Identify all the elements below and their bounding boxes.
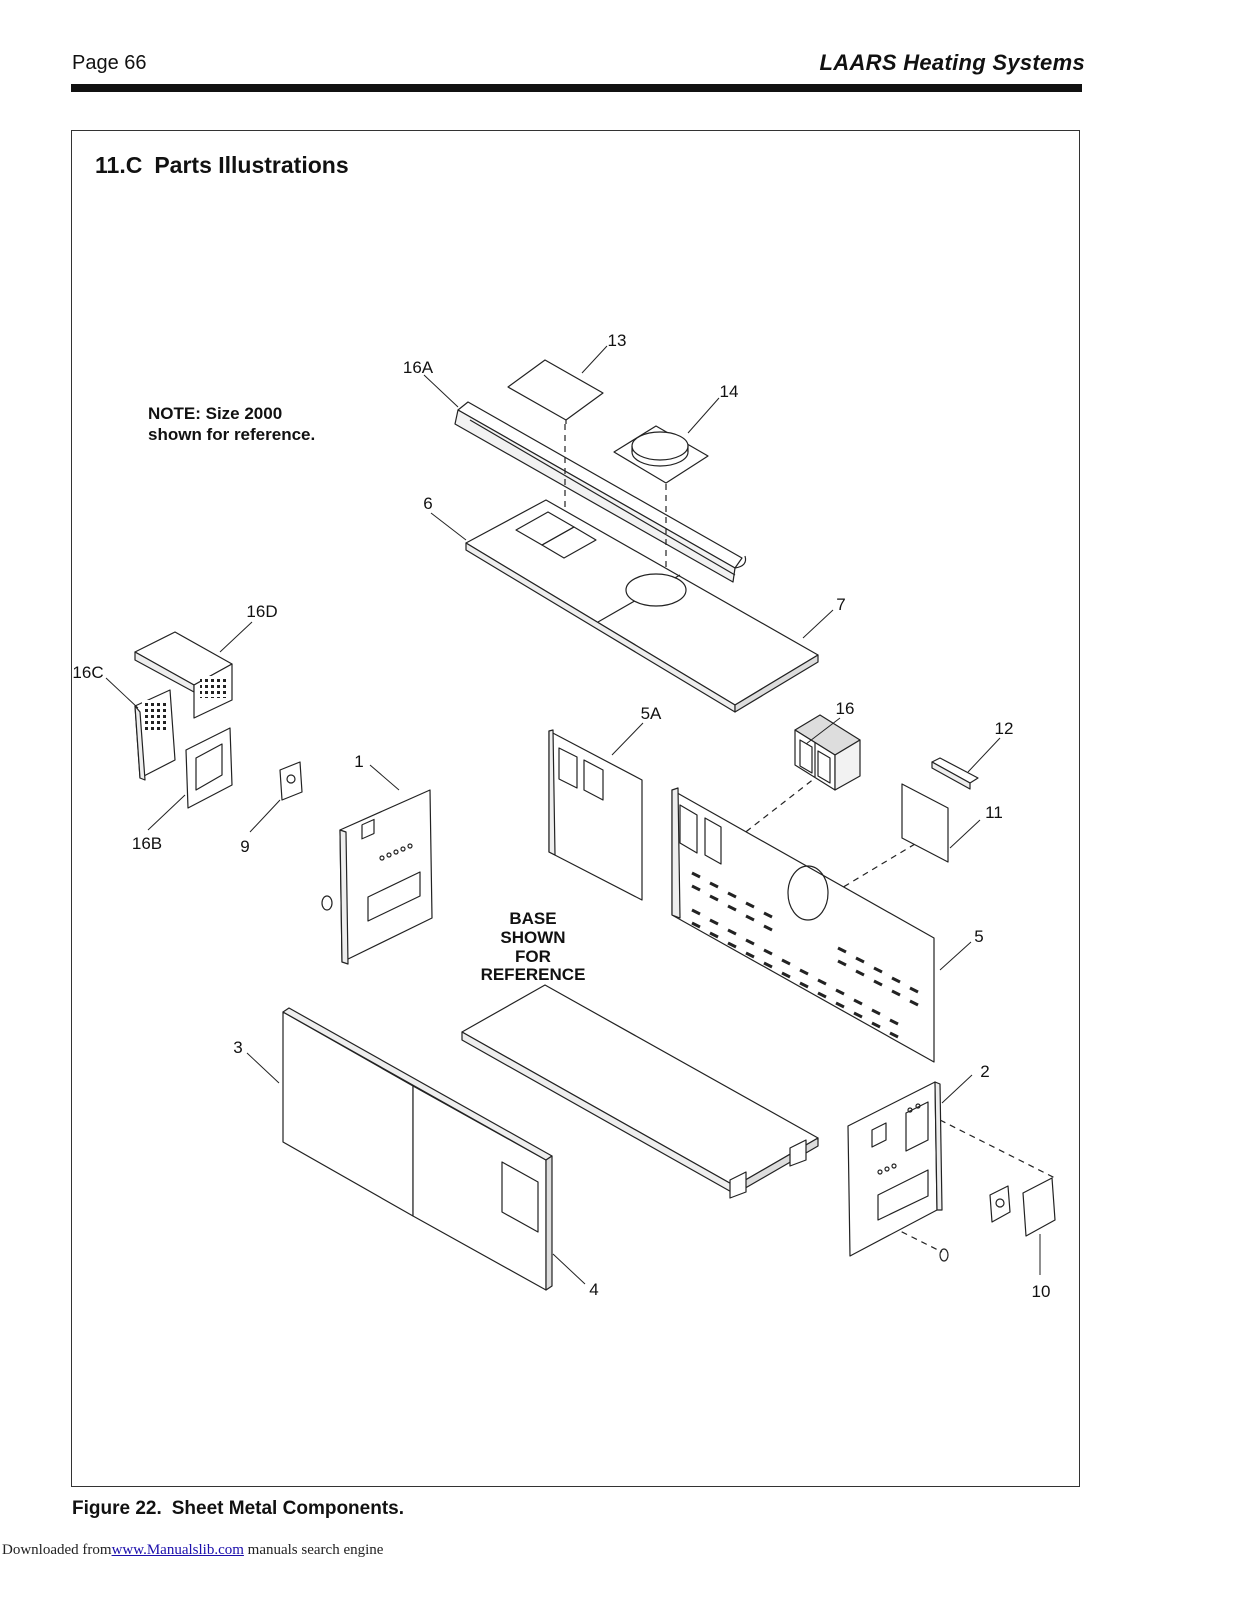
callout-4: 4 <box>589 1280 598 1299</box>
part-1-left-end-panel <box>321 789 433 965</box>
section-title-text: Parts Illustrations <box>154 152 349 178</box>
part-16c-side-panel <box>134 689 176 781</box>
part-16a-top-rail <box>454 401 747 583</box>
page-number: Page 66 <box>72 52 147 74</box>
callout-7: 7 <box>836 595 845 614</box>
footer-prefix: Downloaded from <box>2 1542 112 1558</box>
callout-16: 16 <box>836 699 855 718</box>
note-line-2: shown for reference. <box>148 425 315 444</box>
base-note-line-3: FOR <box>515 947 551 966</box>
part-9-gasket <box>279 761 303 801</box>
callout-9: 9 <box>240 837 249 856</box>
part-11-cover-plate <box>901 783 949 863</box>
callout-14: 14 <box>720 382 739 401</box>
callout-5: 5 <box>974 927 983 946</box>
part-6-7-top-panels <box>465 499 819 713</box>
callout-13: 13 <box>608 331 627 350</box>
section-number: 11.C <box>95 152 143 178</box>
callout-16d: 16D <box>246 602 277 621</box>
callout-5a: 5A <box>641 704 662 723</box>
part-16d-hood <box>134 631 233 719</box>
header-rule <box>71 84 1082 92</box>
louver-rows <box>691 871 919 1039</box>
base-note-line-2: SHOWN <box>500 928 565 947</box>
callout-2: 2 <box>980 1062 989 1081</box>
note-line-1: NOTE: Size 2000 <box>148 404 282 423</box>
callout-10: 10 <box>1032 1282 1051 1301</box>
callout-11: 11 <box>985 803 1003 822</box>
part-14-flue-collar <box>613 425 709 484</box>
part-16b-bracket <box>185 727 233 809</box>
footer-suffix: manuals search engine <box>247 1542 384 1558</box>
callout-3: 3 <box>233 1038 242 1057</box>
figure-frame <box>71 130 1080 1487</box>
figure-caption-text: Sheet Metal Components. <box>171 1498 404 1519</box>
figure-caption: Figure 22. Sheet Metal Components. <box>72 1498 404 1520</box>
part-13-top-cover <box>507 359 604 424</box>
brand-header: LAARS Heating Systems <box>819 50 1085 75</box>
leader-lines <box>105 345 1041 1285</box>
base-note-line-1: BASE <box>509 909 556 928</box>
callout-1: 1 <box>354 752 363 771</box>
manualslib-link[interactable]: www.Manualslib.com <box>111 1542 244 1558</box>
callout-16b: 16B <box>132 834 162 853</box>
callout-16c: 16C <box>72 663 103 682</box>
part-5a-inner-panel <box>548 729 643 901</box>
part-5-rear-panel <box>671 787 935 1063</box>
callout-6: 6 <box>423 494 432 513</box>
part-12-strip <box>931 757 979 790</box>
callout-16a: 16A <box>403 358 434 377</box>
download-footer: Downloaded fromwww.Manualslib.com manual… <box>2 1542 383 1559</box>
base-frame <box>461 984 819 1199</box>
drawing-notes: NOTE: Size 2000 shown for reference. BAS… <box>148 404 585 984</box>
figure-number: Figure 22. <box>72 1498 162 1519</box>
part-3-4-front-panels <box>282 1007 553 1291</box>
part-10-gasket-plate <box>989 1177 1056 1237</box>
base-note-line-4: REFERENCE <box>481 965 586 984</box>
part-2-right-end-panel <box>847 1081 949 1262</box>
section-title: 11.C Parts Illustrations <box>95 152 349 179</box>
callout-labels: 13 16A 14 6 7 16D 16C 16B 9 1 5A 16 12 1… <box>72 331 1050 1301</box>
part-16-box <box>794 714 861 791</box>
callout-12: 12 <box>995 719 1014 738</box>
